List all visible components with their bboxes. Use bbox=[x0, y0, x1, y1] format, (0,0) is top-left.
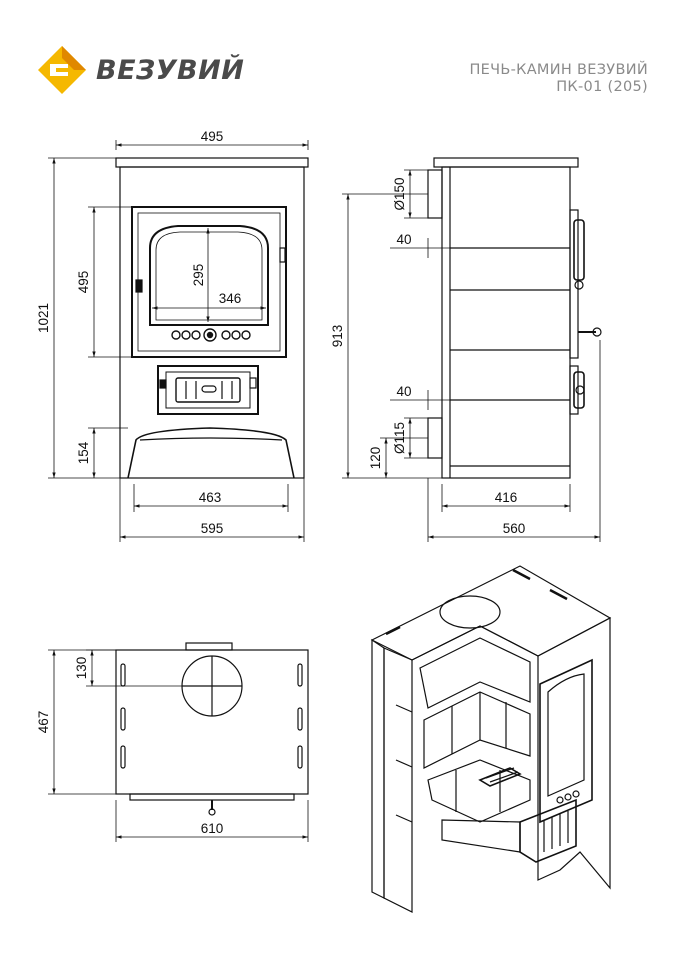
dim-width-total: 595 bbox=[201, 521, 224, 536]
dim-height-total: 1021 bbox=[36, 303, 51, 333]
product-title: ПЕЧЬ-КАМИН ВЕЗУВИЙ ПК-01 (205) bbox=[469, 62, 648, 96]
top-dimensions bbox=[48, 649, 309, 842]
side-view bbox=[427, 157, 602, 479]
air-vents bbox=[171, 328, 251, 342]
dim-inlet-offset: 40 bbox=[396, 384, 411, 399]
dim-base-height: 154 bbox=[76, 441, 91, 464]
dim-door-height: 495 bbox=[76, 271, 91, 294]
top-view bbox=[115, 642, 309, 816]
iso-open-door bbox=[539, 658, 593, 824]
ash-door bbox=[157, 365, 259, 415]
side-top-plate bbox=[433, 157, 579, 168]
dim-glass-height: 295 bbox=[191, 264, 206, 287]
dim-depth-total: 560 bbox=[503, 521, 526, 536]
brand-name: ВЕЗУВИЙ bbox=[96, 54, 245, 86]
iso-top bbox=[370, 565, 612, 661]
front-body bbox=[119, 166, 305, 479]
dim-top-width: 610 bbox=[201, 821, 224, 836]
dim-flue-offset: 40 bbox=[396, 232, 411, 247]
fire-door bbox=[131, 206, 287, 358]
dim-depth-body: 416 bbox=[495, 490, 518, 505]
dim-flue-diameter: Ø150 bbox=[392, 177, 407, 210]
door-glass bbox=[149, 225, 269, 326]
side-door-profile bbox=[569, 209, 579, 359]
front-dimensions bbox=[48, 140, 309, 542]
title-line-2: ПК-01 (205) bbox=[556, 79, 648, 95]
dim-top-flue-offset: 130 bbox=[74, 657, 89, 680]
title-line-1: ПЕЧЬ-КАМИН ВЕЗУВИЙ bbox=[469, 62, 648, 78]
dim-width-top: 495 bbox=[201, 129, 224, 144]
dim-inlet-diameter: Ø115 bbox=[392, 422, 407, 454]
top-slots bbox=[120, 663, 303, 769]
side-dimensions bbox=[342, 169, 601, 542]
air-inlet bbox=[427, 417, 443, 459]
dim-base-width: 463 bbox=[199, 490, 222, 505]
front-top-plate bbox=[115, 157, 309, 168]
dim-top-depth: 467 bbox=[36, 711, 51, 734]
iso-right-wall bbox=[537, 617, 611, 890]
base-arch bbox=[127, 427, 295, 479]
isometric-cutaway bbox=[370, 565, 612, 913]
front-view bbox=[115, 157, 309, 479]
dim-glass-width: 346 bbox=[219, 291, 242, 306]
flue-pipe bbox=[427, 169, 443, 219]
dim-flue-height: 913 bbox=[330, 325, 345, 348]
dim-inlet-height: 120 bbox=[368, 447, 383, 470]
brand-logo: ВЕЗУВИЙ bbox=[36, 44, 244, 96]
vesuvius-logo-icon bbox=[38, 46, 86, 94]
side-body bbox=[441, 166, 571, 479]
